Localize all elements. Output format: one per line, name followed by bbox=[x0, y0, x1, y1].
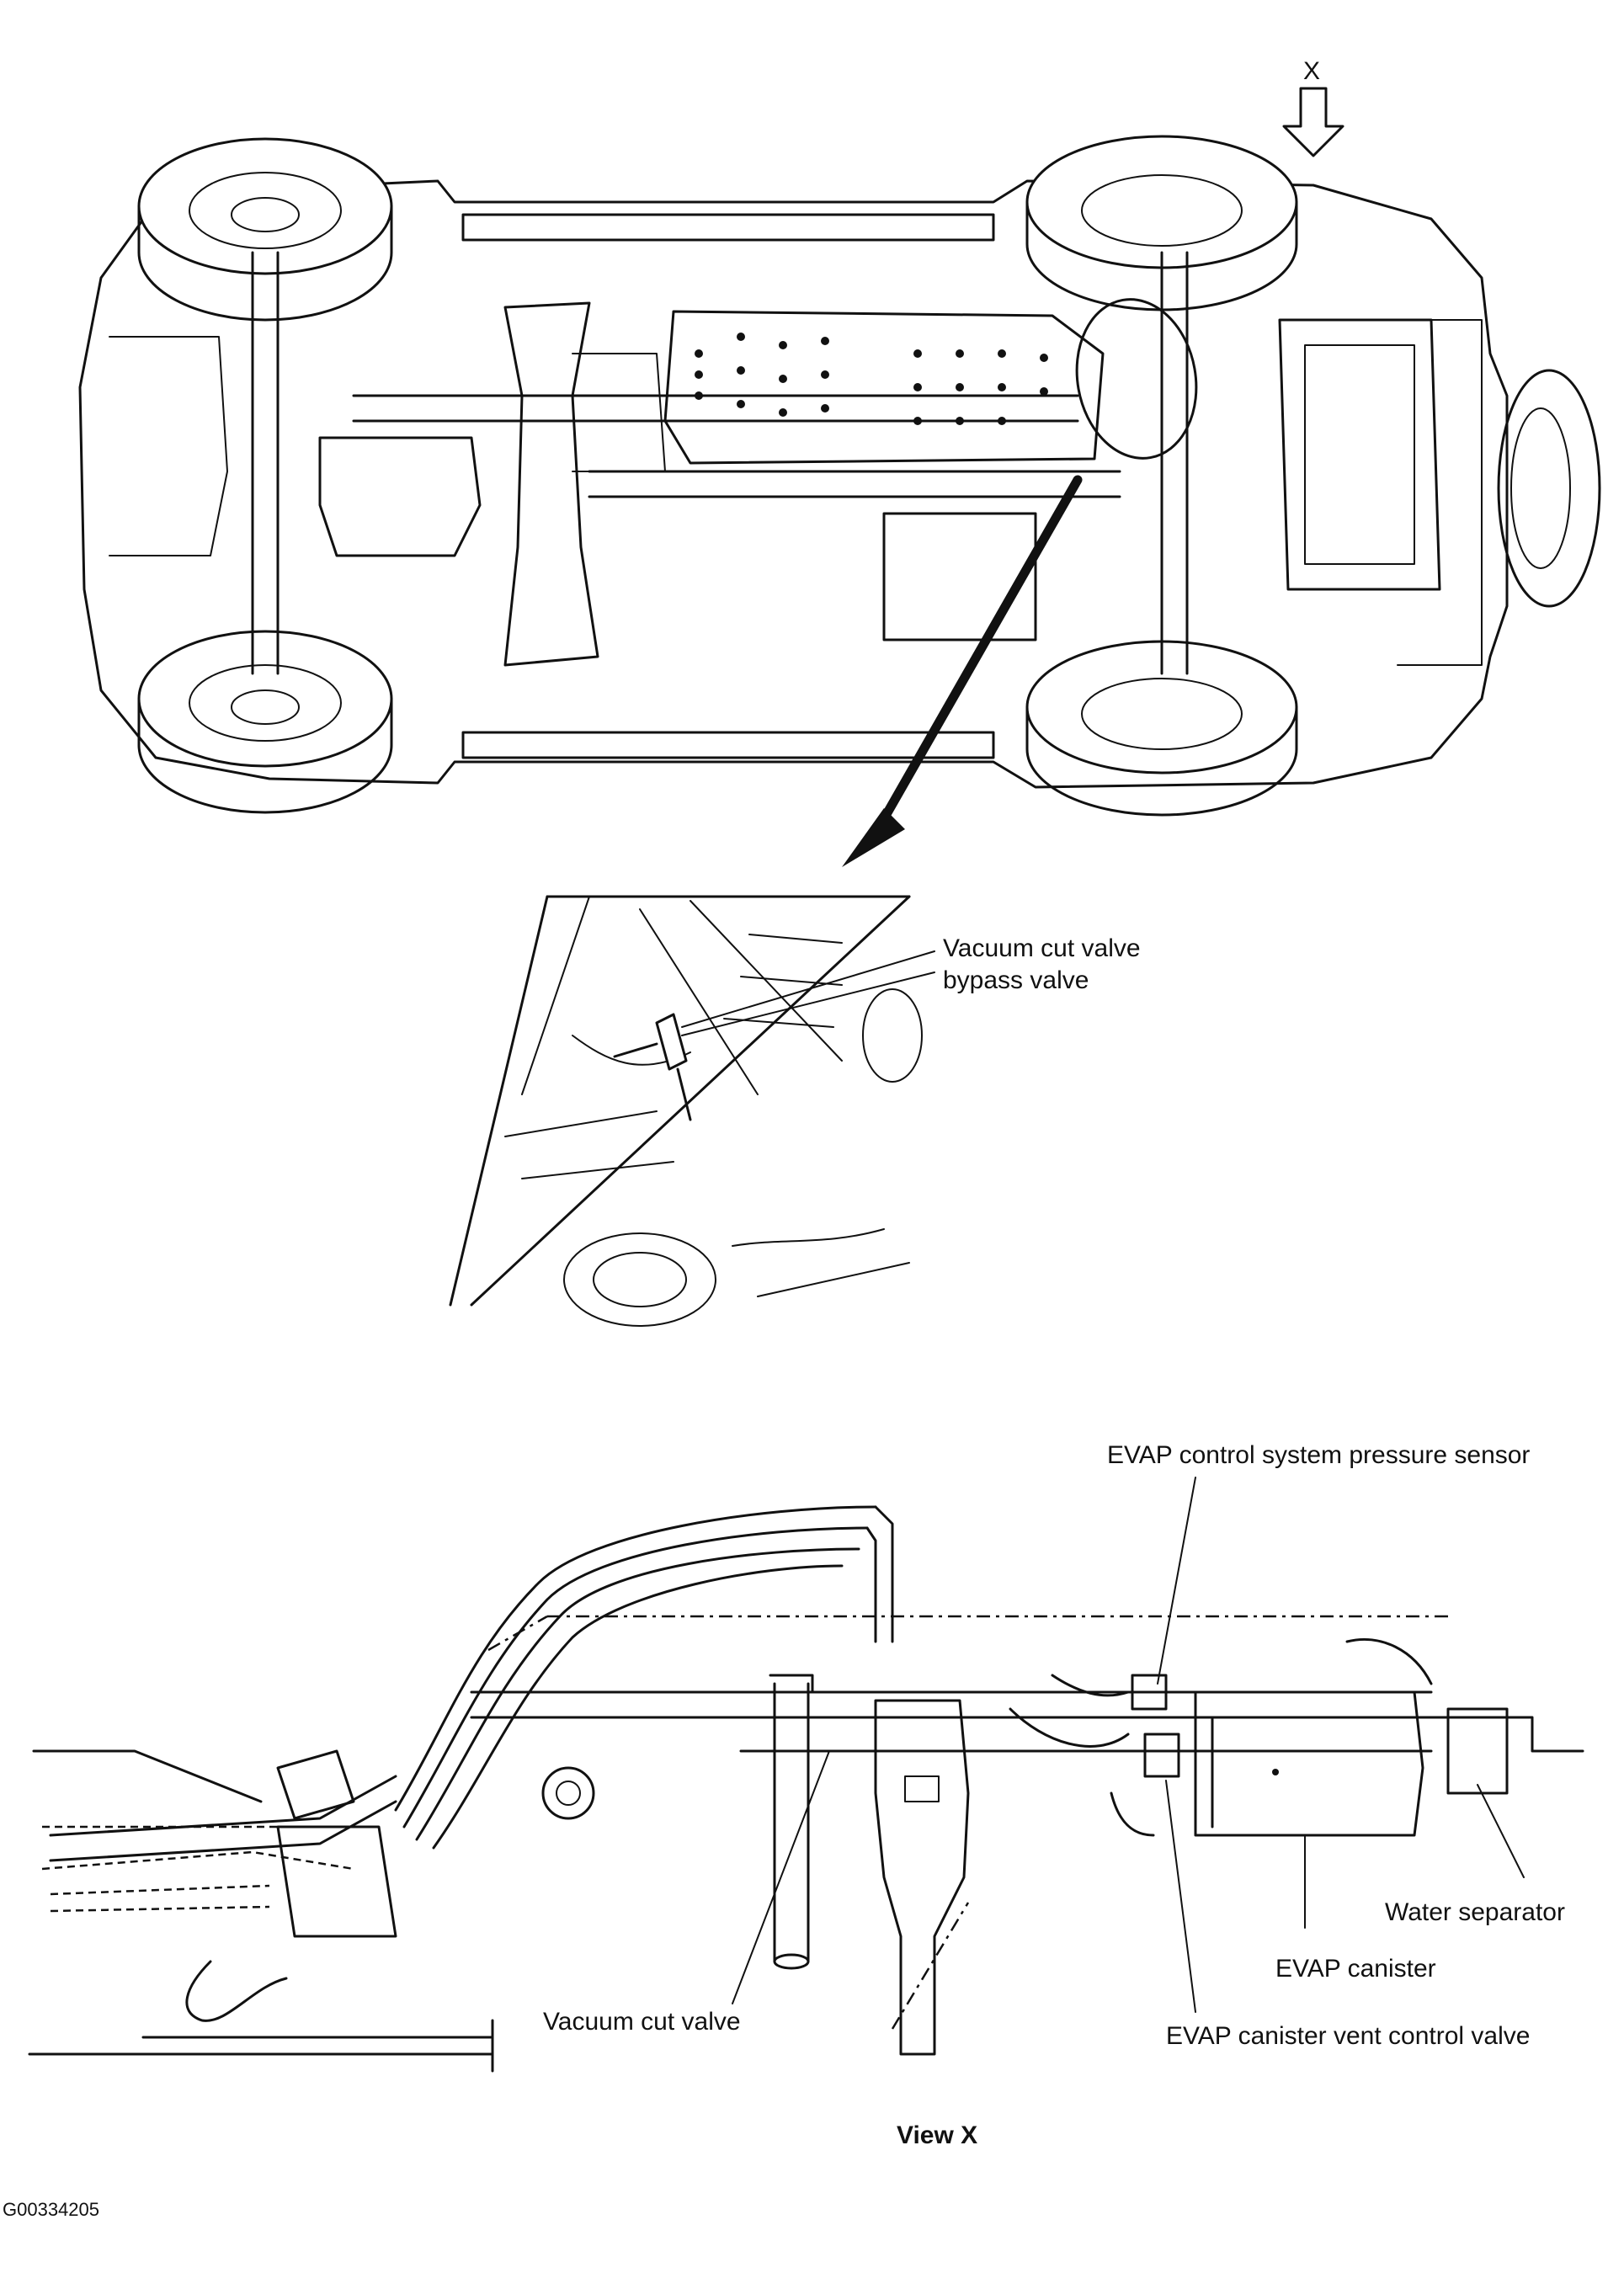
label-vacuum-cut-valve-bypass-line1: Vacuum cut valve bbox=[943, 934, 1141, 962]
wheel-rear-left bbox=[137, 630, 393, 814]
detail-highlight-circle bbox=[1075, 298, 1198, 460]
label-vacuum-cut-valve: Vacuum cut valve bbox=[543, 2008, 741, 2036]
view-caption: View X bbox=[897, 2121, 978, 2149]
evap-canister-shape bbox=[1194, 1690, 1424, 1837]
leader-vent-valve bbox=[1165, 1780, 1196, 2013]
wheel-front-left bbox=[137, 137, 393, 322]
detail-view-bypass-valve bbox=[449, 895, 935, 1327]
wheel-rear-right bbox=[1025, 640, 1298, 817]
figure-id: G00334205 bbox=[3, 2199, 99, 2220]
fuel-tank bbox=[663, 310, 1105, 465]
label-evap-vent-valve: EVAP canister vent control valve bbox=[1166, 2022, 1531, 2050]
vehicle-underbody bbox=[78, 135, 1601, 867]
leader-pressure-sensor bbox=[1157, 1477, 1196, 1685]
label-evap-canister: EVAP canister bbox=[1275, 1955, 1436, 1983]
spare-tire bbox=[1497, 369, 1601, 608]
view-x-arrow bbox=[1282, 87, 1344, 157]
view-x-marker: X bbox=[1303, 57, 1321, 85]
label-vacuum-cut-valve-bypass-line2: bypass valve bbox=[943, 966, 1089, 994]
leader-vacuum-cut-valve bbox=[732, 1750, 830, 2004]
view-x-drawing bbox=[28, 1477, 1584, 2073]
label-evap-pressure-sensor: EVAP control system pressure sensor bbox=[1107, 1441, 1531, 1469]
label-water-separator: Water separator bbox=[1385, 1898, 1565, 1926]
leader-water-separator bbox=[1477, 1784, 1525, 1878]
pointer-arrow-head bbox=[842, 808, 905, 867]
